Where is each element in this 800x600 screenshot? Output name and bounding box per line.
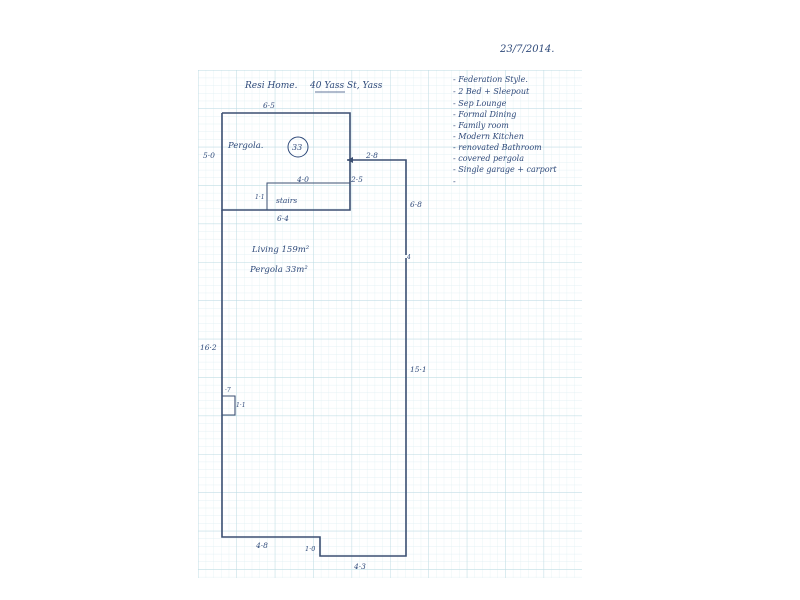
house-outline xyxy=(221,159,407,557)
dim-right-wall: 15·1 xyxy=(410,365,427,374)
dim-nib-height: 1·1 xyxy=(236,402,246,409)
address: 40 Yass St, Yass xyxy=(309,81,383,91)
dim-step-top: 2·8 xyxy=(365,151,378,160)
wall-nib xyxy=(222,395,236,416)
dim-nib-width: ·7 xyxy=(225,387,231,394)
dim-top: 6·5 xyxy=(263,101,275,110)
pergola-area: Pergola 33m² xyxy=(249,265,308,275)
pergola-area-circle xyxy=(287,136,309,158)
dim-left-wall: 16·2 xyxy=(200,343,217,352)
dim-step-side: 2·5 xyxy=(350,175,363,184)
feature-item: - Formal Dining xyxy=(453,110,516,119)
feature-item: - renovated Bathroom xyxy=(453,143,542,152)
stairs-outline xyxy=(266,182,350,210)
plan-labels: Pergola. 33 stairs Living 159m² Pergola … xyxy=(200,101,427,571)
dim-stairs-height: 1·1 xyxy=(255,194,265,201)
pergola-outline xyxy=(221,112,351,211)
grid-paper xyxy=(198,70,582,578)
stairs-label: stairs xyxy=(276,196,297,205)
dim-bottom-right: 4·3 xyxy=(353,562,366,571)
feature-item: - Single garage + carport xyxy=(453,165,557,174)
dim-right-upper: 6·8 xyxy=(410,200,422,209)
feature-item: - Family room xyxy=(453,121,509,130)
feature-item: - covered pergola xyxy=(453,154,524,163)
features-list: - Federation Style. - 2 Bed + Sleepout -… xyxy=(453,75,557,186)
dim-stairs-width: 4·0 xyxy=(296,175,309,184)
dim-right-jog: 4 xyxy=(406,254,411,261)
dim-pergola-bottom: 6·4 xyxy=(277,214,289,223)
pergola-label: Pergola. xyxy=(227,141,263,151)
dim-left-pergola: 5·0 xyxy=(203,151,215,160)
feature-item: - 2 Bed + Sleepout xyxy=(453,87,530,96)
plan-outline xyxy=(221,112,407,557)
feature-item: - Federation Style. xyxy=(453,75,528,84)
dim-bottom-step: 1·0 xyxy=(305,545,315,553)
title: Resi Home. xyxy=(244,81,298,91)
dim-bottom-left: 4·8 xyxy=(255,541,268,550)
pergola-circle-value: 33 xyxy=(292,143,302,152)
living-area: Living 159m² xyxy=(251,245,310,255)
feature-item: - xyxy=(453,177,456,186)
feature-item: - Sep Lounge xyxy=(453,99,507,108)
date: 23/7/2014. xyxy=(499,44,554,55)
arrow-icon xyxy=(347,157,353,163)
feature-item: - Modern Kitchen xyxy=(453,132,524,141)
